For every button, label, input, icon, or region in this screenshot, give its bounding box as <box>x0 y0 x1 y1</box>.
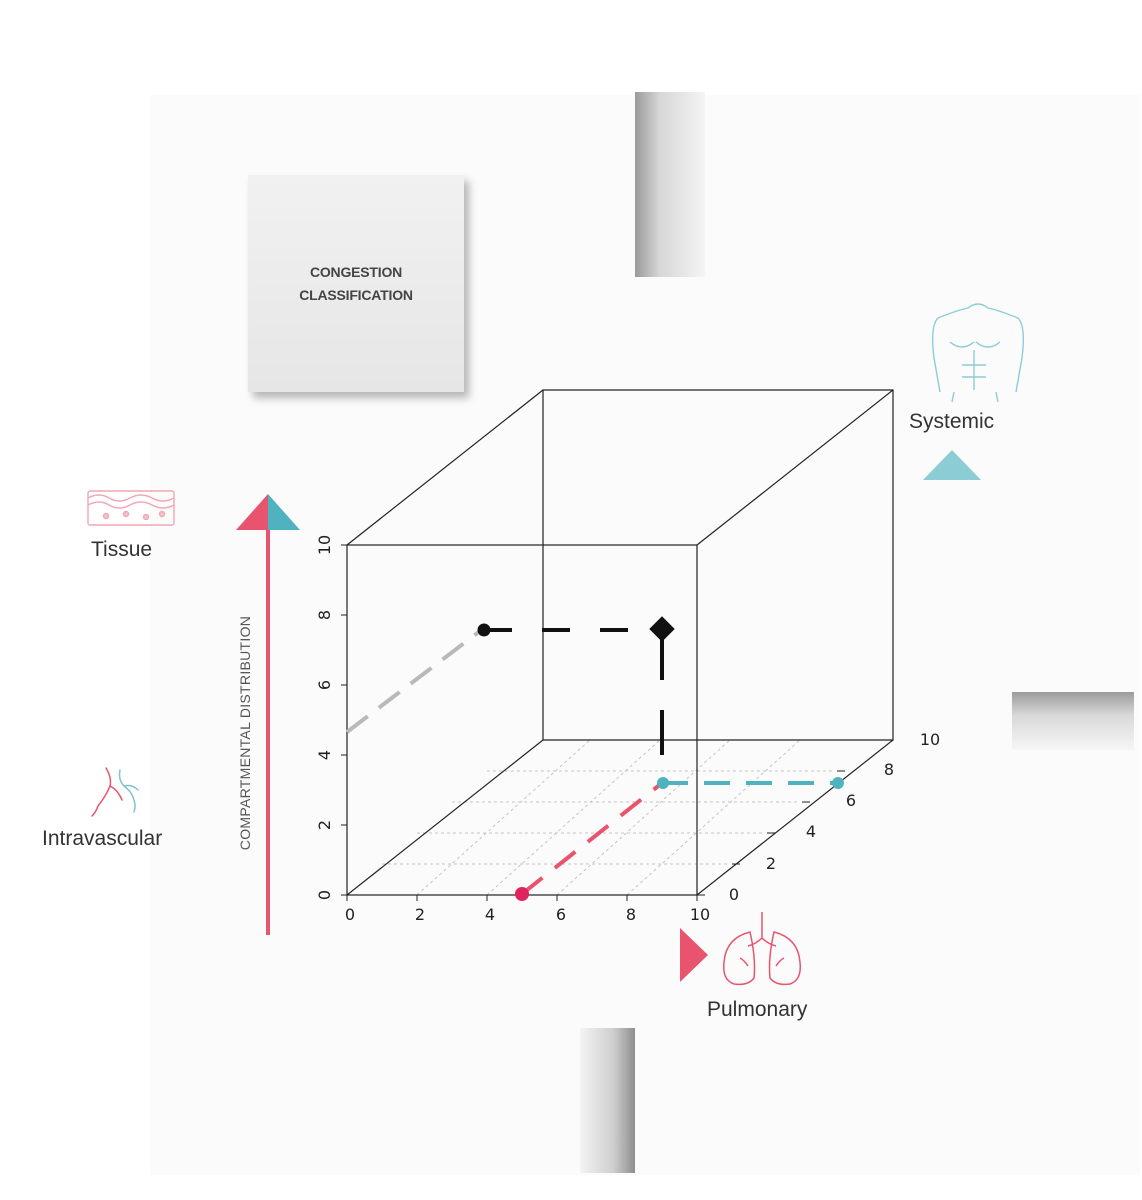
compartment-arrowhead-pink <box>236 494 268 530</box>
depth-tick-label: 4 <box>806 822 816 841</box>
cube-edge <box>696 389 894 546</box>
cube-edge <box>346 389 544 546</box>
pink-projection-line <box>520 781 664 896</box>
vertical-tick-label: 8 <box>315 610 334 620</box>
grid-line <box>626 739 801 896</box>
projection-lines <box>345 626 838 896</box>
pulmonary-point <box>515 887 529 901</box>
pulmonary-label: Pulmonary <box>707 998 808 1021</box>
intravascular-label: Intravascular <box>42 827 163 850</box>
cube-edge <box>346 739 544 896</box>
back-point <box>477 623 491 637</box>
decor-tab-right <box>1012 692 1134 750</box>
gray-projection-line <box>345 626 486 734</box>
pulmonary-tick-label: 6 <box>556 905 566 924</box>
depth-tick-label: 2 <box>766 854 776 873</box>
systemic-max-label: 10 <box>920 730 940 749</box>
data-points <box>477 616 844 901</box>
depth-ticks: 0 2 4 6 8 10 <box>697 730 940 904</box>
decor-tab-bottom <box>580 1028 635 1173</box>
depth-tick-label: 8 <box>884 760 894 779</box>
pulmonary-arrowhead <box>680 928 708 982</box>
compartment-arrow: COMPARTMENTAL DISTRIBUTION <box>236 494 300 935</box>
torso-icon <box>931 303 1025 403</box>
pulmonary-tick-label: 2 <box>415 905 425 924</box>
systemic-label: Systemic <box>909 410 995 433</box>
pulmonary-tick-label: 0 <box>345 905 355 924</box>
decor-tab-top <box>635 92 705 277</box>
cube-back-face <box>542 389 894 741</box>
vertical-tick-label: 0 <box>315 890 334 900</box>
vertical-tick-label: 10 <box>315 535 334 555</box>
title-line-1: CONGESTION <box>309 263 403 280</box>
depth-tick-label: 0 <box>729 885 739 904</box>
title-card: CONGESTION CLASSIFICATION <box>248 175 464 392</box>
vessel-icon <box>91 767 139 817</box>
grid-line <box>486 739 661 896</box>
cube-front-face <box>346 544 698 896</box>
compartment-arrowhead-teal <box>268 494 300 530</box>
pulmonary-ticks: 0 2 4 6 8 10 <box>345 895 710 924</box>
grid-line <box>556 739 731 896</box>
vertical-ticks: 0 2 4 6 8 10 <box>315 535 347 900</box>
systemic-arrowhead <box>923 450 981 480</box>
cube-frame <box>346 389 894 896</box>
tissue-label: Tissue <box>91 538 153 561</box>
tissue-icon <box>87 490 175 526</box>
vertical-tick-label: 2 <box>315 820 334 830</box>
cube-edge <box>696 739 894 896</box>
depth-tick-label: 6 <box>846 791 856 810</box>
pulmonary-tick-label: 8 <box>626 905 636 924</box>
vertical-tick-label: 4 <box>315 750 334 760</box>
systemic-edge-point <box>832 777 844 789</box>
projected-point <box>657 777 669 789</box>
pulmonary-tick-label: 4 <box>485 905 495 924</box>
pulmonary-tick-label: 10 <box>690 905 710 924</box>
vertical-axis-label: COMPARTMENTAL DISTRIBUTION <box>237 616 253 850</box>
vertical-tick-label: 6 <box>315 680 334 690</box>
systemic-arrow <box>923 450 981 742</box>
pulmonary-arrow <box>347 928 708 982</box>
result-point <box>649 616 675 642</box>
lungs-icon <box>722 912 802 986</box>
title-line-2: CLASSIFICATION <box>299 286 413 303</box>
grid-line <box>416 739 591 896</box>
floor-grid <box>382 739 834 896</box>
